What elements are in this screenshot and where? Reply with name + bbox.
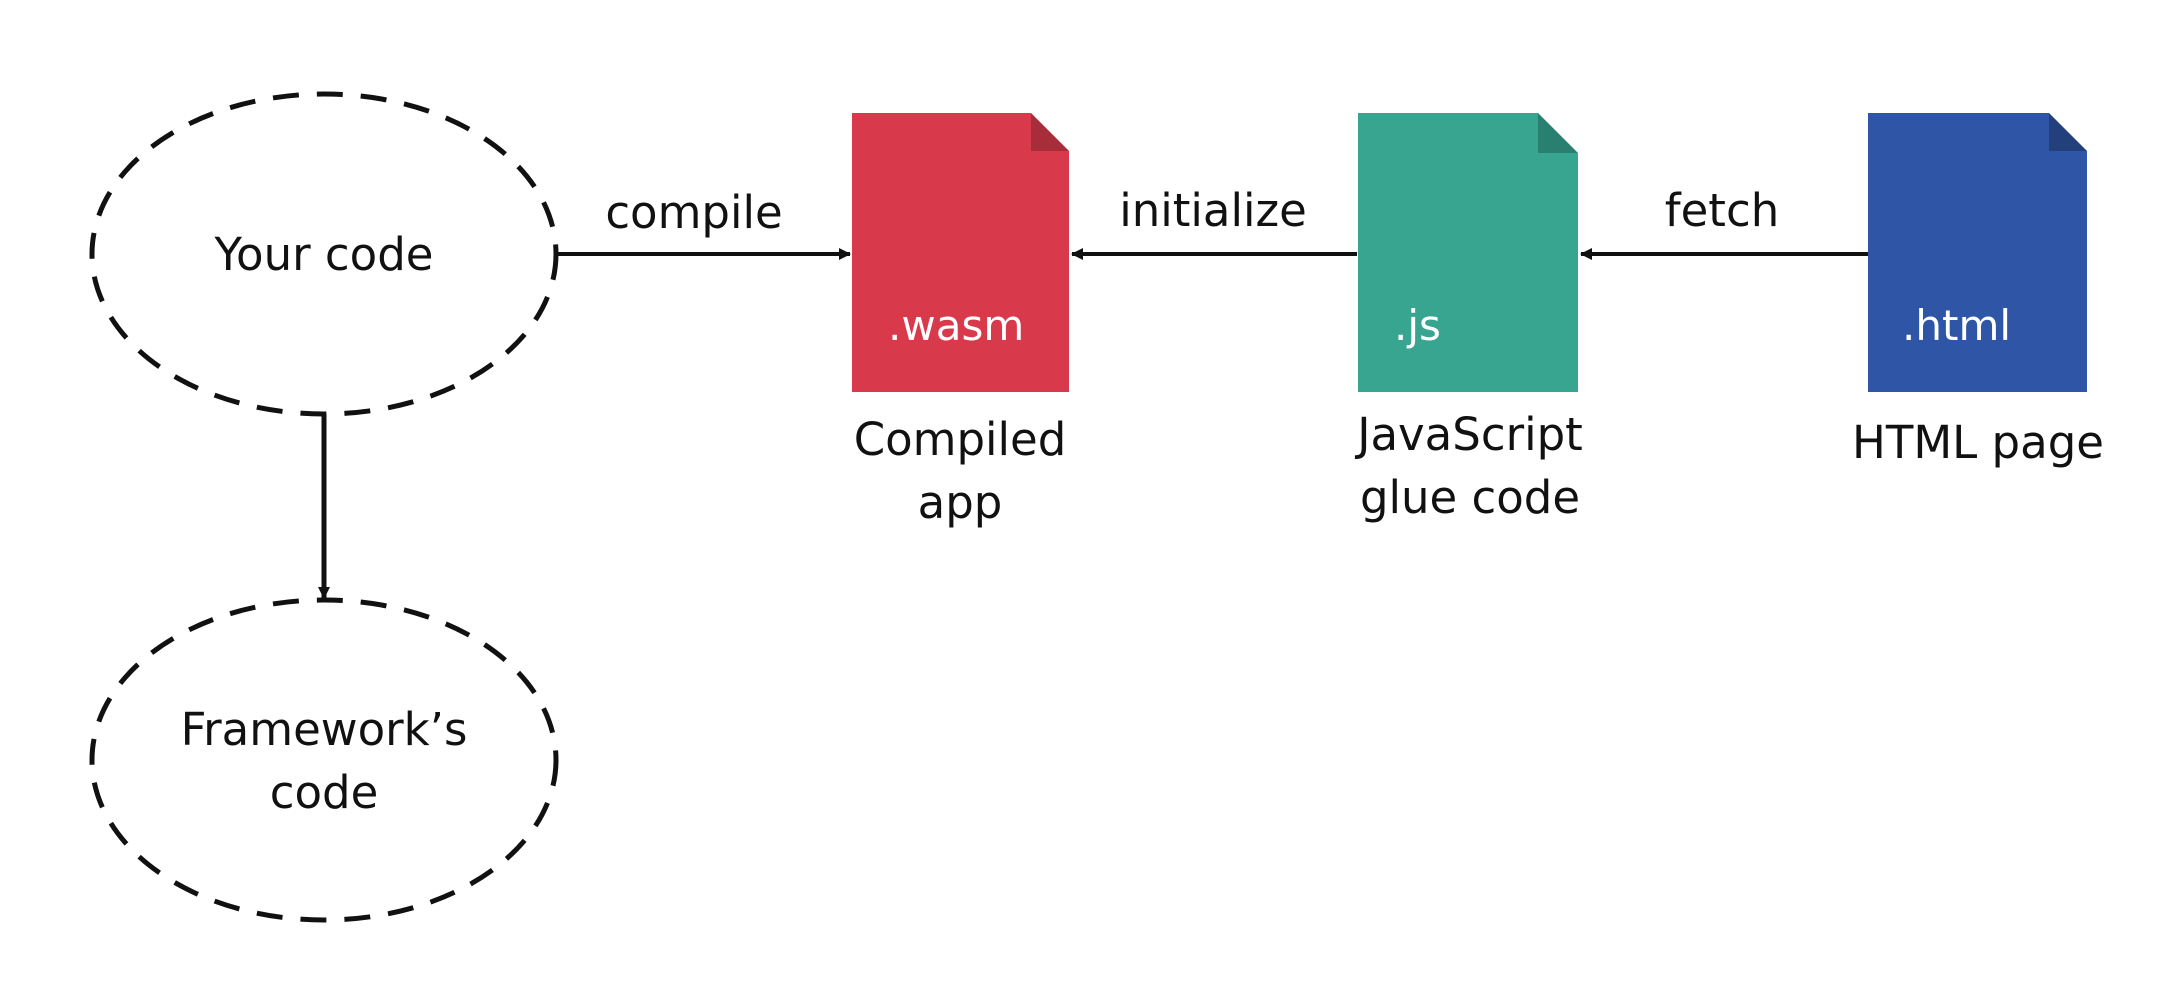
framework-code-label-line1: Framework’s [181,703,468,756]
framework-code-label-line2: code [270,766,379,819]
js-caption-line2: glue code [1360,471,1580,524]
js-caption-line1: JavaScript [1354,408,1583,461]
wasm-extension-label: .wasm [888,301,1024,350]
framework-code-ellipse [89,597,559,923]
your-code-label: Your code [214,228,434,281]
wasm-caption-line2: app [918,476,1003,529]
js-extension-label: .js [1394,301,1441,350]
wasm-caption-line1: Compiled [854,413,1067,466]
wasm-file-fold [1031,113,1069,151]
initialize-label: initialize [1119,184,1307,237]
js-file-fold [1538,113,1578,153]
html-file-fold [2049,113,2087,151]
framework-code-node: Framework’s code [89,597,559,923]
html-file-node: .html HTML page [1852,113,2104,469]
html-caption: HTML page [1852,416,2104,469]
html-extension-label: .html [1902,301,2011,350]
js-file-icon [1358,113,1578,392]
fetch-label: fetch [1665,184,1779,237]
html-file-icon [1868,113,2087,392]
wasm-file-icon [852,113,1069,392]
compile-label: compile [605,186,782,239]
your-code-node: Your code [89,91,559,417]
wasm-file-node: .wasm Compiled app [852,113,1069,529]
js-file-node: .js JavaScript glue code [1354,113,1583,524]
